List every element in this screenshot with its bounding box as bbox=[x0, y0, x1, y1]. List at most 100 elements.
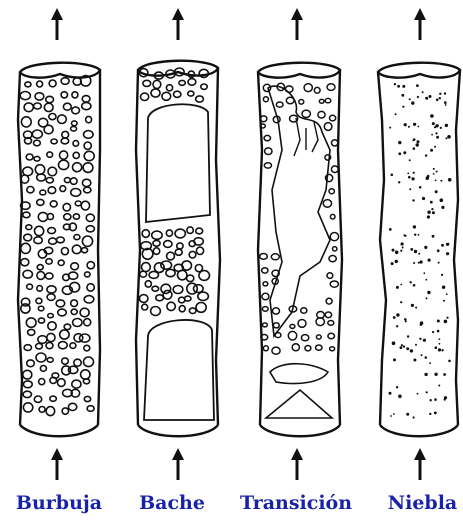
droplet bbox=[402, 247, 404, 249]
bubble bbox=[141, 93, 149, 100]
droplet bbox=[435, 190, 438, 193]
bubble bbox=[69, 272, 78, 279]
bubble bbox=[86, 116, 92, 122]
bubble bbox=[71, 263, 79, 270]
bubble bbox=[316, 335, 321, 339]
droplet bbox=[396, 325, 398, 327]
droplet bbox=[426, 176, 429, 179]
droplet bbox=[393, 413, 395, 415]
bubble bbox=[194, 285, 204, 293]
bubble bbox=[34, 140, 41, 146]
droplet bbox=[443, 300, 445, 302]
bubble bbox=[70, 178, 77, 185]
droplet bbox=[404, 318, 407, 321]
bubble bbox=[152, 231, 162, 239]
bubble bbox=[34, 396, 41, 402]
bubble bbox=[196, 96, 204, 102]
droplet bbox=[401, 242, 404, 245]
bubble bbox=[85, 272, 91, 277]
bubble bbox=[179, 80, 185, 85]
bubble bbox=[71, 189, 81, 197]
droplet bbox=[446, 252, 449, 255]
droplet bbox=[441, 274, 443, 276]
droplet bbox=[412, 177, 415, 180]
bubble bbox=[298, 320, 306, 328]
bubble bbox=[21, 117, 31, 127]
bubble bbox=[84, 151, 94, 160]
bubble bbox=[62, 131, 69, 138]
droplet bbox=[415, 307, 417, 309]
bubble bbox=[177, 243, 183, 249]
bubble bbox=[49, 80, 56, 87]
bubble bbox=[50, 201, 57, 207]
droplet bbox=[430, 114, 434, 118]
bubble bbox=[72, 121, 78, 126]
bubble bbox=[332, 140, 338, 146]
bubble bbox=[167, 302, 175, 310]
bubble bbox=[329, 189, 334, 194]
droplet bbox=[390, 415, 392, 417]
bubble bbox=[178, 270, 187, 280]
bubble bbox=[275, 333, 281, 338]
droplet bbox=[442, 286, 445, 289]
bubble bbox=[37, 286, 43, 292]
bubble bbox=[38, 212, 47, 221]
droplet bbox=[417, 393, 419, 395]
bubble bbox=[26, 225, 32, 230]
droplet bbox=[397, 85, 400, 88]
bubble bbox=[48, 187, 56, 194]
arrow-bottom-burbuja bbox=[51, 448, 63, 480]
bubble bbox=[196, 247, 203, 254]
droplet bbox=[409, 159, 411, 161]
bubble bbox=[175, 229, 185, 238]
bubble bbox=[152, 286, 159, 291]
bubble bbox=[142, 230, 149, 238]
droplet bbox=[426, 391, 428, 393]
droplet bbox=[439, 93, 441, 95]
droplet bbox=[398, 395, 402, 399]
bubble bbox=[323, 200, 331, 208]
bubble bbox=[82, 179, 90, 186]
bubble bbox=[139, 295, 148, 303]
droplet bbox=[389, 228, 392, 231]
droplet bbox=[429, 95, 432, 98]
bubble bbox=[47, 286, 56, 293]
droplet bbox=[432, 235, 435, 238]
bubble bbox=[47, 152, 53, 157]
bubble bbox=[151, 307, 161, 316]
bubble bbox=[302, 110, 310, 117]
droplet bbox=[416, 84, 419, 87]
bubble bbox=[87, 406, 94, 412]
bubble bbox=[182, 261, 192, 270]
droplet bbox=[413, 123, 416, 126]
tube-bache bbox=[136, 8, 220, 480]
bubble bbox=[164, 241, 172, 248]
bubble bbox=[84, 142, 91, 149]
bubble bbox=[60, 151, 68, 159]
bubble bbox=[263, 323, 268, 327]
bubble bbox=[330, 115, 336, 121]
bubble bbox=[328, 321, 334, 326]
droplet bbox=[434, 398, 437, 401]
droplet bbox=[435, 346, 438, 349]
bubble bbox=[60, 330, 69, 339]
bubble bbox=[188, 91, 194, 96]
arrow-top-transicion bbox=[291, 8, 303, 40]
bubble bbox=[57, 237, 65, 243]
bubble bbox=[71, 309, 77, 314]
droplet bbox=[430, 149, 433, 152]
bubble bbox=[316, 318, 324, 326]
droplet bbox=[445, 124, 448, 127]
bubble bbox=[145, 281, 151, 287]
droplet bbox=[430, 201, 433, 204]
tube-transicion bbox=[258, 8, 342, 480]
droplet bbox=[413, 359, 416, 362]
bubble bbox=[39, 407, 45, 413]
droplet bbox=[432, 122, 435, 125]
bubble bbox=[23, 270, 32, 278]
droplet bbox=[396, 286, 399, 289]
droplet bbox=[419, 338, 421, 340]
churn-gas-region bbox=[268, 86, 330, 336]
bubble bbox=[46, 407, 55, 416]
